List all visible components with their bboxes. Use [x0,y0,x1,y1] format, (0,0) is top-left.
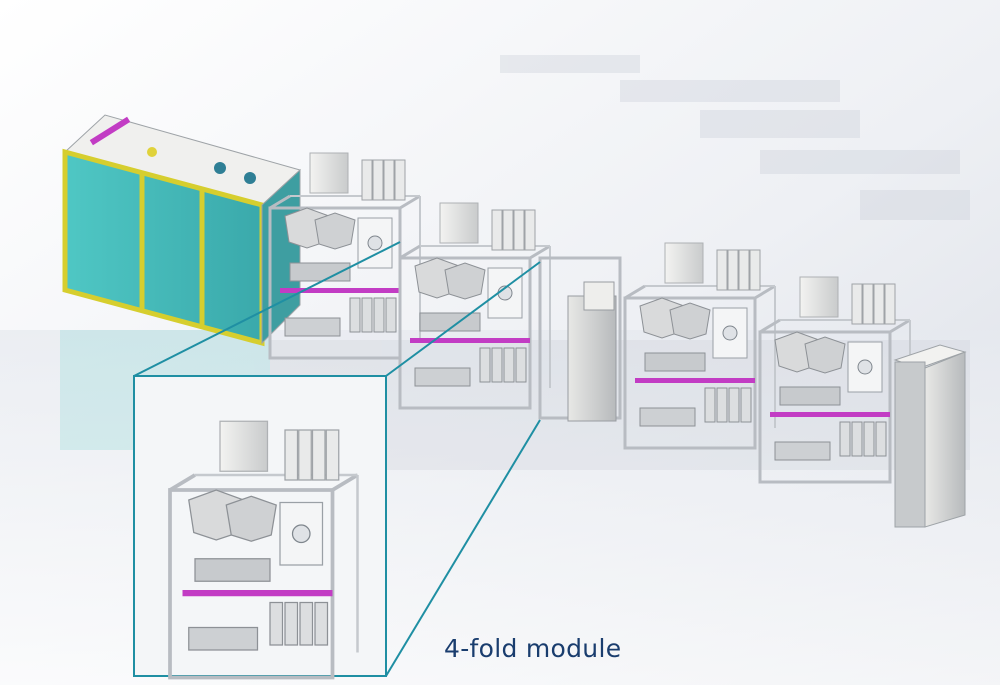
module-caption: 4-fold module [444,634,622,663]
callout-lines [133,241,541,677]
cleanroom-enclosure [62,114,301,347]
control-cabinet [538,256,622,422]
module-inset [133,375,387,680]
end-cabinet [893,344,967,528]
